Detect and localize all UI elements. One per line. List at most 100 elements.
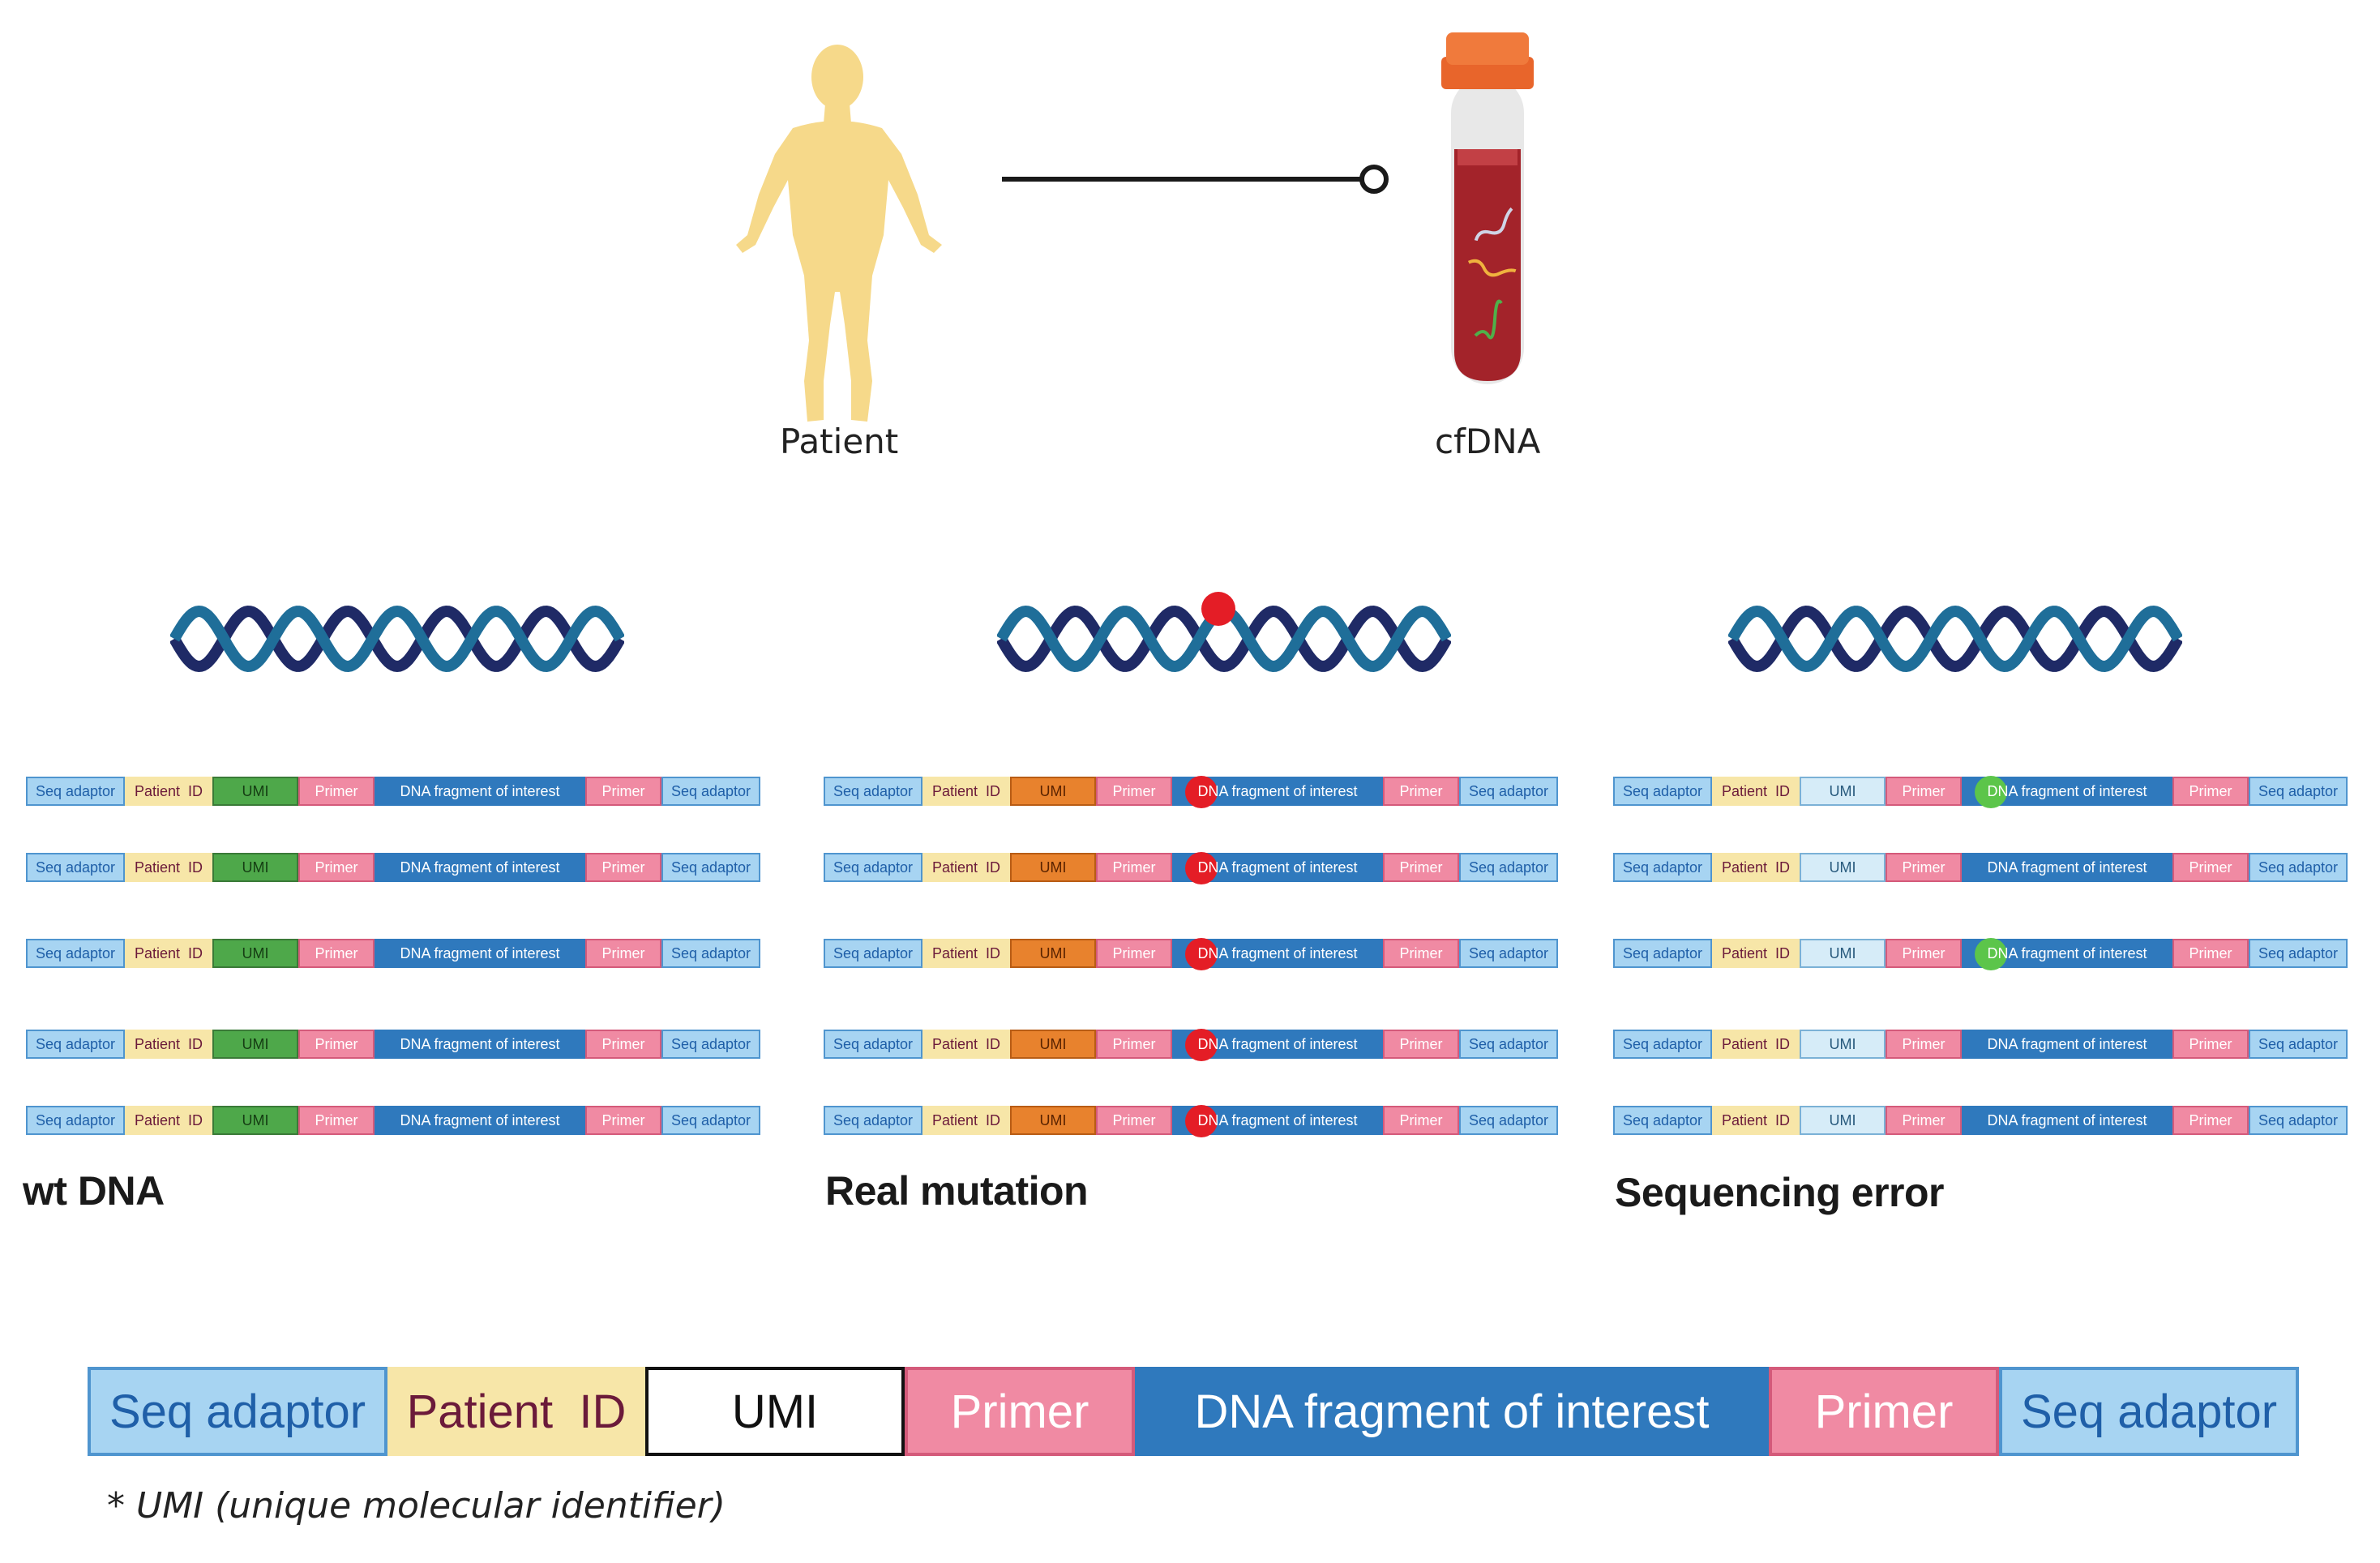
- dna-fragment-label: DNA fragment of interest: [1987, 1111, 2147, 1128]
- dna-fragment: DNA fragment of interest: [375, 777, 585, 806]
- seq-adaptor-right-label: Seq adaptor: [1468, 1111, 1549, 1128]
- seq-adaptor-right: Seq adaptor: [2249, 1030, 2348, 1059]
- mutation-dot-icon: [1185, 776, 1218, 808]
- primer-left-label: Primer: [1112, 944, 1156, 961]
- primer-right-label: Primer: [1399, 944, 1443, 961]
- legend-primer-right: Primer: [1769, 1367, 1999, 1456]
- patient-figure: [736, 45, 942, 422]
- seq-adaptor-right-label: Seq adaptor: [670, 1111, 751, 1128]
- primer-left: Primer: [1096, 1030, 1172, 1059]
- patient-id: Patient ID: [1712, 777, 1800, 806]
- umi-footnote: * UMI (unique molecular identifier): [107, 1485, 726, 1527]
- primer-left: Primer: [298, 1106, 375, 1135]
- primer-left-label: Primer: [315, 782, 358, 799]
- seq-adaptor-right-label: Seq adaptor: [670, 1035, 751, 1052]
- umi: UMI: [1010, 777, 1096, 806]
- umi: UMI: [1010, 853, 1096, 882]
- umi: UMI: [212, 1106, 298, 1135]
- primer-right: Primer: [585, 939, 661, 968]
- primer-left-label: Primer: [315, 1111, 358, 1128]
- patient-id: Patient ID: [922, 1030, 1010, 1059]
- dna-fragment-label: DNA fragment of interest: [1987, 782, 2147, 799]
- primer-left-label: Primer: [1902, 859, 1946, 876]
- primer-right-label: Primer: [601, 1035, 645, 1052]
- umi-label: UMI: [1039, 1035, 1067, 1052]
- primer-right-label: Primer: [2189, 944, 2232, 961]
- umi-label: UMI: [1829, 1035, 1856, 1052]
- dna-fragment: DNA fragment of interest: [1172, 776, 1383, 808]
- primer-right-label: Primer: [2189, 782, 2232, 799]
- mutation-dot-icon: [1185, 1105, 1218, 1137]
- umi-label: UMI: [242, 944, 269, 961]
- seq-adaptor-left: Seq adaptor: [824, 1106, 922, 1135]
- primer-right-label: Primer: [601, 1111, 645, 1128]
- patient-id: Patient ID: [1712, 853, 1800, 882]
- patient-id-label: Patient ID: [931, 944, 1001, 961]
- primer-left-label: Primer: [1112, 1111, 1156, 1128]
- primer-right-label: Primer: [1399, 1035, 1443, 1052]
- umi-label: UMI: [1829, 782, 1856, 799]
- seq-adaptor-right: Seq adaptor: [1459, 777, 1558, 806]
- umi-label: UMI: [1829, 944, 1856, 961]
- umi-label: UMI: [1039, 1111, 1067, 1128]
- seq-adaptor-right: Seq adaptor: [661, 1030, 760, 1059]
- patient-id: Patient ID: [922, 777, 1010, 806]
- seq-adaptor-left-label: Seq adaptor: [35, 1035, 116, 1052]
- dna-fragment-label: DNA fragment of interest: [1987, 944, 2147, 961]
- primer-right: Primer: [1383, 777, 1459, 806]
- seq-adaptor-right-label: Seq adaptor: [670, 859, 751, 876]
- seq-adaptor-right-label: Seq adaptor: [2258, 859, 2339, 876]
- patient-id-label: Patient ID: [1721, 859, 1791, 876]
- seq-adaptor-left: Seq adaptor: [26, 1106, 125, 1135]
- seq-adaptor-right-label: Seq adaptor: [1468, 859, 1549, 876]
- patient-id-label: Patient ID: [134, 859, 203, 876]
- primer-right-label: Primer: [601, 782, 645, 799]
- seq-adaptor-right: Seq adaptor: [1459, 1030, 1558, 1059]
- dna-fragment: DNA fragment of interest: [375, 853, 585, 882]
- dna-fragment-label: DNA fragment of interest: [400, 1111, 560, 1128]
- seq-adaptor-left: Seq adaptor: [1613, 1106, 1712, 1135]
- patient-id: Patient ID: [125, 939, 212, 968]
- umi: UMI: [1010, 1106, 1096, 1135]
- dna-fragment: DNA fragment of interest: [375, 939, 585, 968]
- umi: UMI: [1800, 1030, 1886, 1059]
- patient-id-label: Patient ID: [1721, 782, 1791, 799]
- primer-left-label: Primer: [315, 1035, 358, 1052]
- seq-adaptor-left: Seq adaptor: [824, 1030, 922, 1059]
- umi-label: UMI: [1039, 859, 1067, 876]
- seq-adaptor-right: Seq adaptor: [2249, 1106, 2348, 1135]
- helix-seq-error: [1728, 605, 2182, 673]
- seq-adaptor-left-label: Seq adaptor: [833, 944, 914, 961]
- primer-left: Primer: [298, 1030, 375, 1059]
- seq-error-dot-icon: [1975, 776, 2007, 808]
- primer-left-label: Primer: [1902, 1035, 1946, 1052]
- umi: UMI: [1800, 939, 1886, 968]
- primer-right: Primer: [1383, 939, 1459, 968]
- seq-adaptor-left: Seq adaptor: [1613, 1030, 1712, 1059]
- primer-right-label: Primer: [2189, 859, 2232, 876]
- seq-adaptor-left: Seq adaptor: [26, 853, 125, 882]
- dna-fragment: DNA fragment of interest: [1962, 938, 2172, 970]
- umi: UMI: [212, 939, 298, 968]
- seq-adaptor-left-label: Seq adaptor: [1622, 859, 1703, 876]
- dna-fragment-label: DNA fragment of interest: [1197, 944, 1358, 961]
- primer-left: Primer: [1096, 1106, 1172, 1135]
- seq-adaptor-left-label: Seq adaptor: [35, 782, 116, 799]
- patient-id-label: Patient ID: [931, 859, 1001, 876]
- umi-label: UMI: [1829, 1111, 1856, 1128]
- mutation-dot-icon: [1185, 938, 1218, 970]
- mutation-dot-icon: [1185, 852, 1218, 884]
- seq-adaptor-left-label: Seq adaptor: [1622, 1111, 1703, 1128]
- primer-right: Primer: [2172, 777, 2249, 806]
- seq-adaptor-right-label: Seq adaptor: [2258, 1035, 2339, 1052]
- patient-id: Patient ID: [125, 1030, 212, 1059]
- umi-label: UMI: [242, 1035, 269, 1052]
